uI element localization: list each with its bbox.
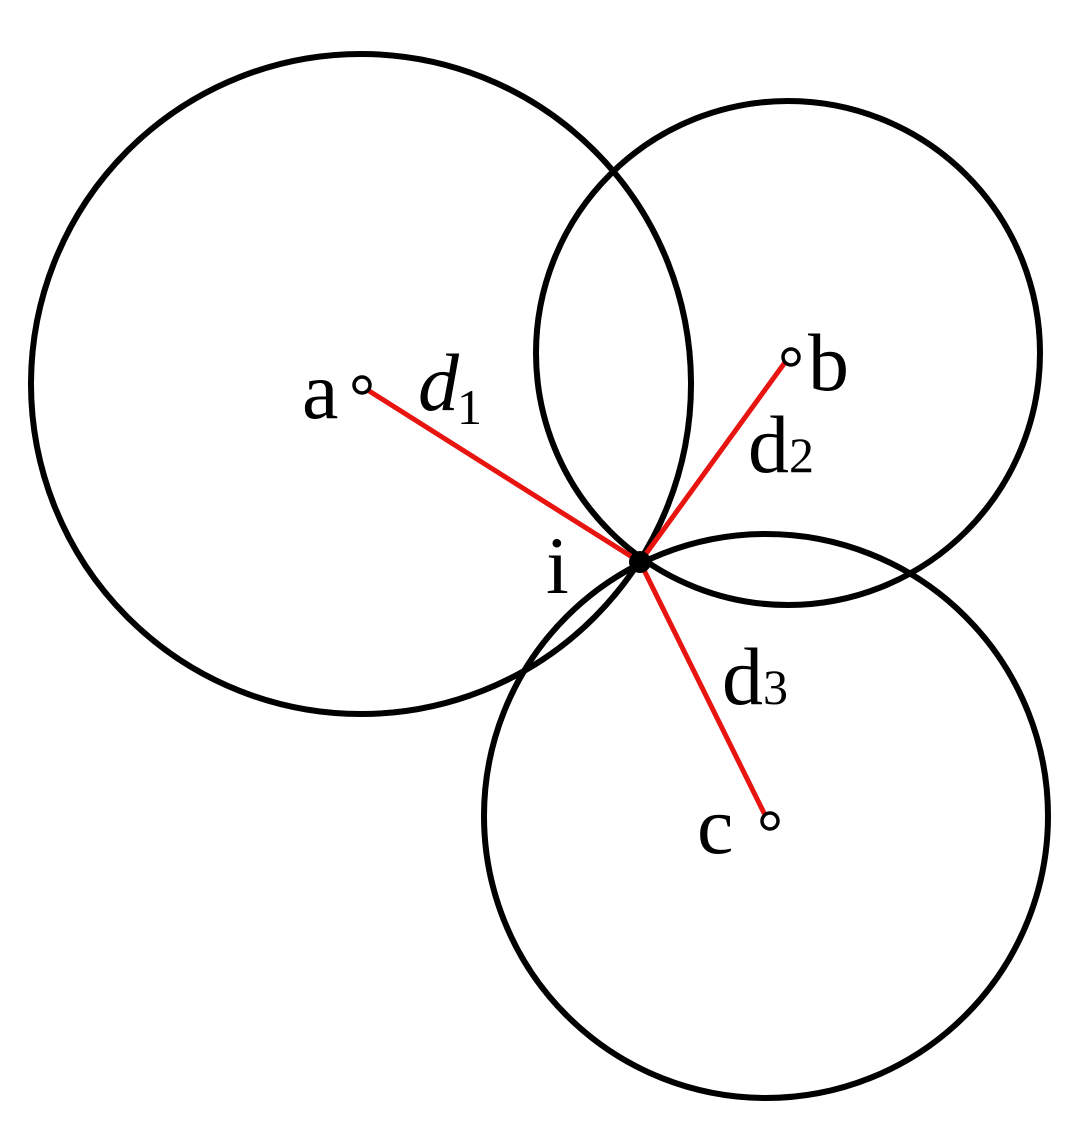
label-a: a xyxy=(302,345,338,436)
distance-line-d2 xyxy=(637,358,789,565)
center-point-b xyxy=(781,347,801,367)
label-d1-subscript: 1 xyxy=(457,379,482,435)
distance-line-d1 xyxy=(363,386,643,565)
label-c: c xyxy=(697,780,733,871)
label-d1-main: d xyxy=(418,337,460,428)
center-point-a xyxy=(352,375,372,395)
label-d2-subscript: 2 xyxy=(789,427,814,483)
label-d3-subscript: 3 xyxy=(763,659,788,715)
label-d1: d1 xyxy=(418,337,482,435)
label-d3: d3 xyxy=(722,631,788,722)
intersection-point-i xyxy=(629,551,651,573)
circle-b xyxy=(533,98,1043,608)
label-i: i xyxy=(546,520,569,611)
label-d2-main: d xyxy=(748,399,789,490)
label-d3-main: d xyxy=(722,631,763,722)
label-b: b xyxy=(808,317,849,408)
distance-line-d3 xyxy=(637,559,767,816)
circle-c xyxy=(481,531,1051,1101)
center-point-c xyxy=(760,811,780,831)
circle-a xyxy=(28,51,694,717)
label-d2: d2 xyxy=(748,399,814,490)
